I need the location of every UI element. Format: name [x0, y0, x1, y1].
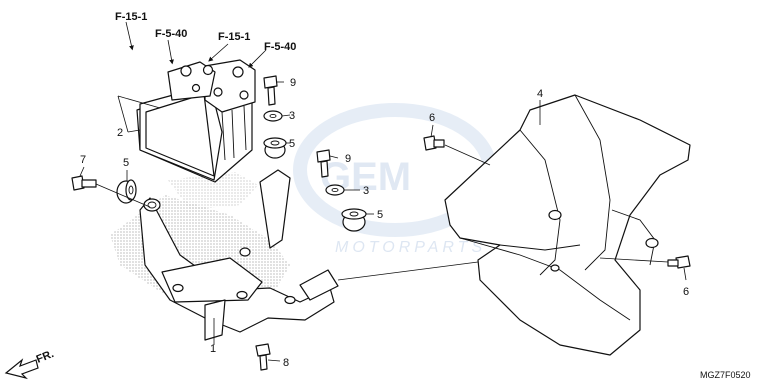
front-direction-arrow: FR. [4, 348, 56, 380]
abs-bracket [139, 169, 339, 341]
callout-3-upper: 3 [289, 110, 295, 122]
callout-7: 7 [80, 154, 86, 166]
callout-5-left: 5 [123, 157, 129, 169]
callout-4: 4 [537, 88, 543, 100]
callout-6-upper: 6 [429, 112, 435, 124]
fasteners [71, 75, 691, 371]
diagram-code: MGZ7F0520 [700, 370, 751, 380]
ref-label-1: F-15-1 [115, 11, 147, 23]
callout-3-lower: 3 [363, 185, 369, 197]
callout-5-lower: 5 [377, 209, 383, 221]
reference-labels: F-15-1 F-5-40 F-15-1 F-5-40 [115, 11, 296, 53]
callout-9-upper: 9 [290, 77, 296, 89]
ref-label-4: F-5-40 [264, 41, 296, 53]
leader-lines [79, 21, 687, 362]
abs-modulator [136, 59, 256, 183]
watermark-sub: MOTORPARTS [335, 239, 486, 256]
callout-1: 1 [210, 343, 216, 355]
callout-9-lower: 9 [345, 153, 351, 165]
ref-label-3: F-15-1 [218, 31, 250, 43]
callout-numbers: 1 2 3 3 4 5 5 5 6 6 7 8 9 9 [80, 77, 689, 369]
callout-5-upper: 5 [289, 138, 295, 150]
abs-cover [444, 94, 691, 356]
ref-label-2: F-5-40 [155, 28, 187, 40]
callout-8: 8 [283, 357, 289, 369]
callout-6-lower: 6 [683, 286, 689, 298]
callout-2: 2 [117, 127, 123, 139]
direction-label: FR. [35, 348, 56, 366]
